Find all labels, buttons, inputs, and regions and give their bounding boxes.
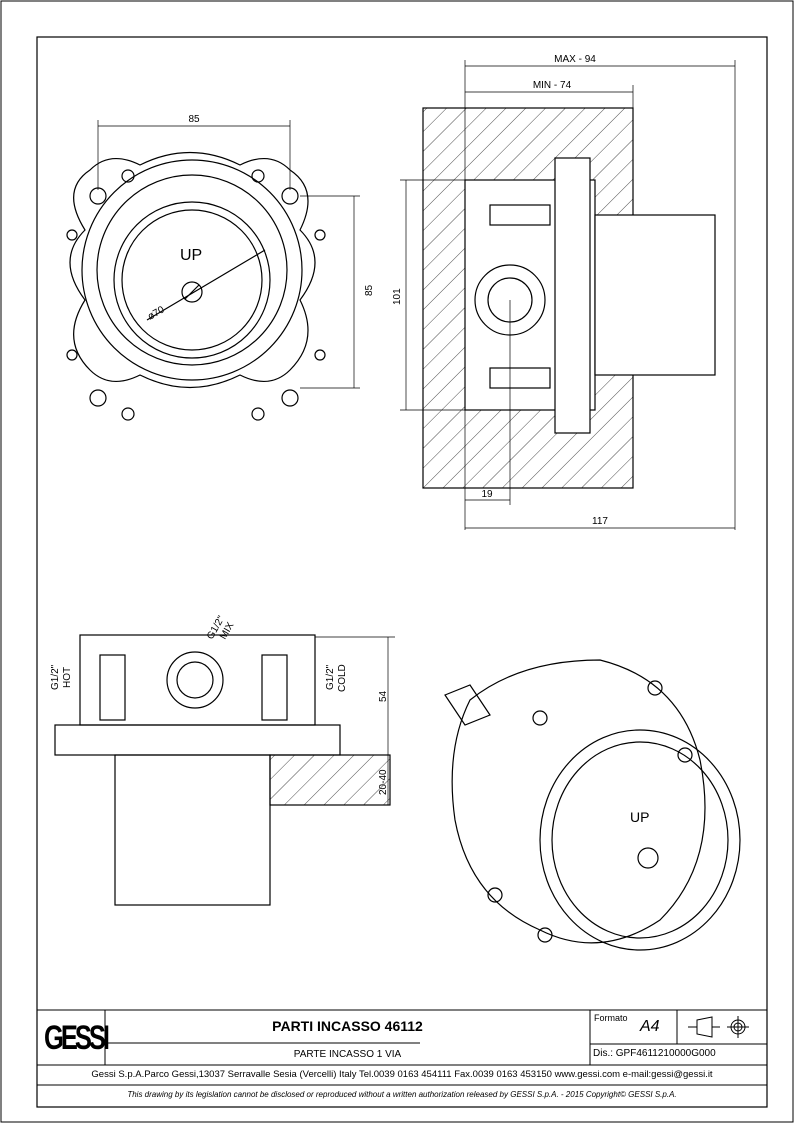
drawing-title: PARTI INCASSO 46112 — [272, 1018, 423, 1034]
side-view — [400, 60, 736, 530]
max-dim: MAX - 94 — [554, 54, 596, 65]
bottom-view — [54, 634, 395, 906]
front-height-dim: 85 — [364, 284, 375, 296]
isometric-view — [444, 659, 741, 951]
format-label: Formato — [594, 1013, 628, 1023]
title-block-frame — [37, 1009, 767, 1086]
hot-label-2: HOT — [62, 667, 73, 688]
format-value: A4 — [640, 1018, 660, 1035]
cold-label-2: COLD — [337, 664, 348, 692]
gessi-logo: GESSI — [44, 1019, 110, 1057]
copyright-notice: This drawing by its legislation cannot b… — [127, 1090, 677, 1099]
diameter-dim: ø70 — [146, 304, 167, 322]
front-view — [66, 120, 360, 421]
bottom-height-dim: 54 — [378, 690, 389, 702]
front-width-dim: 85 — [188, 114, 200, 125]
min-dim: MIN - 74 — [533, 80, 572, 91]
cold-label-1: G1/2" — [325, 664, 336, 690]
iso-up-label: UP — [630, 809, 649, 825]
side-height-dim: 101 — [392, 288, 403, 305]
offset-dim: 19 — [481, 489, 493, 500]
up-label: UP — [180, 247, 202, 264]
drawing-number: Dis.: GPF4611210000G000 — [593, 1048, 716, 1059]
length-dim: 117 — [592, 516, 608, 527]
drawing-subtitle: PARTE INCASSO 1 VIA — [293, 1049, 402, 1060]
depth-dim: 20-40 — [378, 769, 389, 795]
company-address: Gessi S.p.A.Parco Gessi,13037 Serravalle… — [91, 1069, 713, 1080]
hot-label-1: G1/2" — [50, 664, 61, 690]
